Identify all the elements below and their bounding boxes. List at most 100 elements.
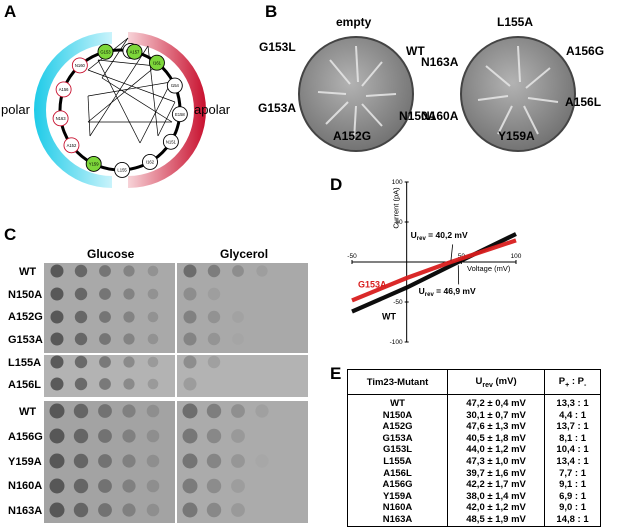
colony-spot — [208, 356, 220, 368]
annotation-arrow — [451, 244, 453, 260]
colony-spot — [148, 312, 159, 323]
cell-ratio: 13,7 : 1 — [545, 421, 601, 433]
cell-mutant: A156G — [348, 479, 448, 491]
colony-spot — [51, 378, 64, 391]
cell-ratio: 13,4 : 1 — [545, 456, 601, 468]
colony-spot — [183, 503, 198, 518]
colony-spot — [75, 378, 87, 390]
cell-mutant: G153A — [348, 433, 448, 445]
colony-spot — [122, 503, 135, 516]
cell-urev: 48,5 ± 1,9 mV — [448, 514, 545, 526]
cell-urev: 47,3 ± 1,0 mV — [448, 456, 545, 468]
colony-spot — [75, 288, 87, 300]
c-row-l155a: L155A — [8, 357, 41, 369]
cell-urev: 30,1 ± 0,7 mV — [448, 410, 545, 422]
colony-spot — [231, 479, 245, 493]
colony-spot — [51, 356, 64, 369]
colony-spot — [122, 429, 135, 442]
colony-spot — [232, 265, 244, 277]
colony-spot — [50, 404, 65, 419]
y-tick-label: -50 — [393, 299, 403, 306]
cell-mutant: WT — [348, 395, 448, 410]
colony-spot — [51, 333, 64, 346]
colony-spot — [184, 311, 197, 324]
colony-spot — [231, 404, 245, 418]
c-row-a156g: A156G — [8, 431, 43, 443]
x-axis-label: Voltage (mV) — [467, 264, 511, 273]
colony-spot — [256, 265, 267, 276]
colony-spot — [51, 311, 64, 324]
cell-ratio: 9,0 : 1 — [545, 502, 601, 514]
colony-spot — [208, 265, 220, 277]
colony-spot — [255, 454, 268, 467]
colony-spot — [208, 333, 220, 345]
cell-ratio: 8,1 : 1 — [545, 433, 601, 445]
colony-spot — [147, 405, 160, 418]
panel-label-e: E — [330, 364, 341, 384]
colony-spot — [231, 454, 245, 468]
colony-spot — [74, 404, 88, 418]
colony-spot — [98, 479, 112, 493]
colony-spot — [148, 357, 159, 368]
colony-spot — [99, 311, 111, 323]
colony-spot — [207, 503, 221, 517]
colony-spot — [50, 429, 65, 444]
cell-urev: 39,7 ± 1,6 mV — [448, 468, 545, 480]
colony-spot — [123, 311, 134, 322]
c-row-a156l: A156L — [8, 379, 41, 391]
colony-spot — [51, 265, 64, 278]
colony-spot — [147, 480, 160, 493]
urev-annotation: Urev = 46,9 mV — [419, 286, 476, 298]
x-tick-label: 100 — [511, 253, 522, 260]
colony-spot — [207, 479, 221, 493]
cell-ratio: 9,1 : 1 — [545, 479, 601, 491]
cell-mutant: N163A — [348, 514, 448, 526]
colony-spot — [207, 404, 221, 418]
colony-spot — [99, 265, 111, 277]
colony-spot — [148, 379, 159, 390]
cell-ratio: 6,9 : 1 — [545, 491, 601, 503]
colony-spot — [184, 288, 197, 301]
colony-spot — [75, 333, 87, 345]
colony-spot — [183, 429, 198, 444]
cell-urev: 47,2 ± 0,4 mV — [448, 395, 545, 410]
cell-mutant: Y159A — [348, 491, 448, 503]
th-urev: Urev (mV) — [448, 370, 545, 395]
cell-urev: 47,6 ± 1,3 mV — [448, 421, 545, 433]
cell-mutant: N150A — [348, 410, 448, 422]
colony-spot — [50, 503, 65, 518]
colony-spot — [99, 333, 111, 345]
colony-spot — [51, 288, 64, 301]
colony-spot — [183, 479, 198, 494]
colony-spot — [122, 479, 135, 492]
cell-ratio: 7,7 : 1 — [545, 468, 601, 480]
colony-spot — [123, 288, 134, 299]
c-row-g153a: G153A — [8, 334, 43, 346]
c-row-a152g: A152G — [8, 311, 43, 323]
cell-mutant: A156L — [348, 468, 448, 480]
colony-spot — [232, 311, 244, 323]
colony-spot — [123, 356, 134, 367]
colony-spot — [123, 378, 134, 389]
colony-spot — [75, 265, 87, 277]
c-row-n163a: N163A — [8, 505, 42, 517]
colony-spot — [99, 356, 111, 368]
colony-spot — [122, 454, 135, 467]
colony-spot — [184, 378, 197, 391]
colony-spot — [208, 288, 220, 300]
colony-spot — [123, 333, 134, 344]
c-row-wt: WT — [19, 266, 36, 278]
colony-spot — [74, 479, 88, 493]
colony-spot — [184, 356, 197, 369]
colony-spot — [98, 454, 112, 468]
colony-spot — [148, 266, 159, 277]
cell-mutant: G153L — [348, 444, 448, 456]
colony-spot — [122, 404, 135, 417]
cell-ratio: 4,4 : 1 — [545, 410, 601, 422]
colony-spot — [74, 503, 88, 517]
